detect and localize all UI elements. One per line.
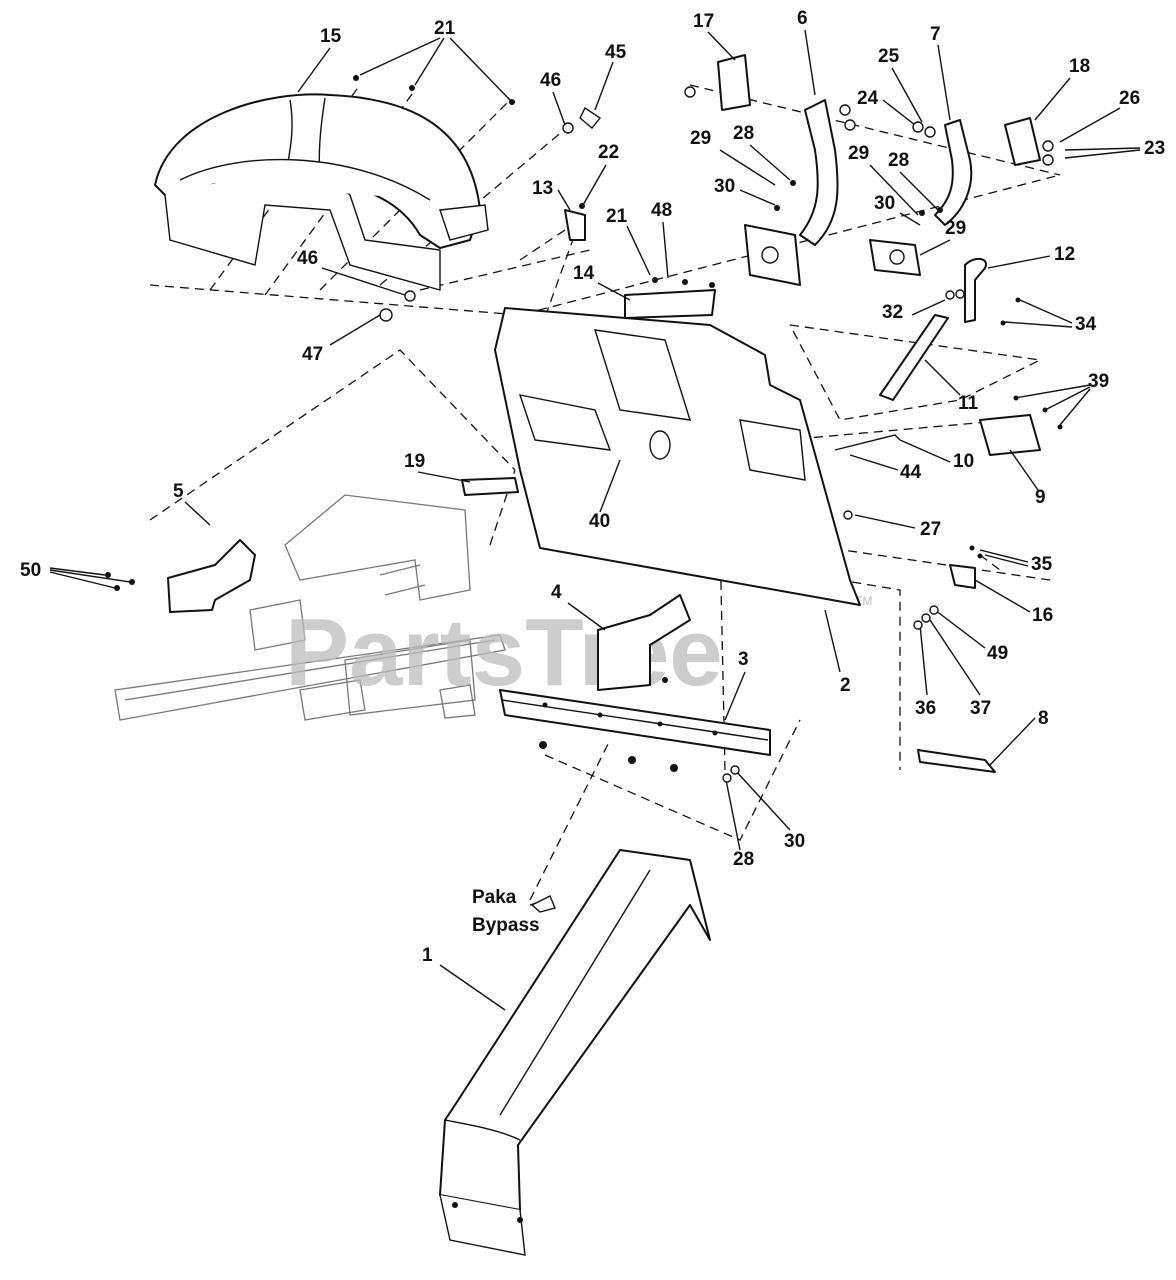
part-14-bracket xyxy=(624,289,716,319)
part-10-rod xyxy=(834,434,901,451)
callout-4: 4 xyxy=(551,582,562,603)
callout-46-top: 46 xyxy=(540,70,561,91)
callout-28-left: 28 xyxy=(733,123,754,144)
callout-9: 9 xyxy=(1035,487,1046,508)
part-5-bracket xyxy=(167,539,256,613)
callout-40: 40 xyxy=(589,511,610,532)
part-17-plate xyxy=(717,54,751,111)
part-8-plate xyxy=(917,749,996,773)
ghost-frame xyxy=(114,494,506,721)
callout-14: 14 xyxy=(573,263,595,284)
callout-10: 10 xyxy=(953,451,974,472)
part-19-block xyxy=(461,477,519,496)
callout-19: 19 xyxy=(404,451,425,472)
callout-45: 45 xyxy=(605,42,627,63)
part-18-plate xyxy=(1004,117,1041,166)
part-7-tube xyxy=(869,119,973,276)
callout-17: 17 xyxy=(693,11,714,32)
part-3-rail xyxy=(499,689,771,756)
callout-21-mid: 21 xyxy=(606,206,628,227)
callout-13: 13 xyxy=(532,178,553,199)
part-13-clip xyxy=(564,209,586,241)
callout-47: 47 xyxy=(302,344,323,365)
callout-16: 16 xyxy=(1032,605,1053,626)
note-paka-bypass: Paka Bypass xyxy=(472,887,540,936)
callout-29-lower: 29 xyxy=(945,218,966,239)
callout-1: 1 xyxy=(422,945,433,966)
part-12-latch xyxy=(964,257,987,323)
callout-23: 23 xyxy=(1144,138,1165,159)
callout-29-right: 29 xyxy=(848,143,869,164)
leader-lines xyxy=(49,29,1141,1011)
callout-8: 8 xyxy=(1038,708,1049,729)
callout-11: 11 xyxy=(958,393,979,414)
part-4-bracket xyxy=(597,594,691,691)
callout-labels: 15 21 46 45 17 6 7 25 24 18 26 23 29 28 … xyxy=(20,8,1165,966)
fasteners xyxy=(105,75,1063,913)
callout-24: 24 xyxy=(857,88,879,109)
note-line-1: Paka xyxy=(472,887,517,908)
callout-39: 39 xyxy=(1088,371,1109,392)
callout-29-left: 29 xyxy=(690,128,711,149)
callout-25: 25 xyxy=(878,46,900,67)
callout-22: 22 xyxy=(598,142,619,163)
callout-12: 12 xyxy=(1054,244,1075,265)
part-1-chute xyxy=(439,849,711,1256)
callout-34: 34 xyxy=(1075,314,1097,335)
callout-35: 35 xyxy=(1031,554,1053,575)
callout-37: 37 xyxy=(970,698,991,719)
callout-2: 2 xyxy=(840,675,851,696)
callout-48: 48 xyxy=(651,200,672,221)
callout-28-bottom: 28 xyxy=(733,849,754,870)
callout-21-top: 21 xyxy=(434,18,456,39)
callout-46-mid: 46 xyxy=(297,248,318,269)
callout-36: 36 xyxy=(915,698,936,719)
callout-26: 26 xyxy=(1119,88,1140,109)
part-9-plate xyxy=(979,414,1041,456)
callout-3: 3 xyxy=(738,649,749,670)
callout-18: 18 xyxy=(1069,56,1090,77)
callout-49: 49 xyxy=(987,643,1008,664)
callout-30-left: 30 xyxy=(714,176,735,197)
part-15-bagger-lid xyxy=(154,93,489,291)
callout-30-right: 30 xyxy=(874,193,895,214)
callout-32: 32 xyxy=(882,302,903,323)
callout-5: 5 xyxy=(173,481,184,502)
callout-50: 50 xyxy=(20,560,41,581)
callout-44: 44 xyxy=(900,462,922,483)
callout-15: 15 xyxy=(320,26,342,47)
callout-27: 27 xyxy=(920,519,941,540)
part-11-bar xyxy=(879,314,949,401)
part-6-tube xyxy=(744,99,839,286)
callout-7: 7 xyxy=(930,24,941,45)
part-16-bracket xyxy=(949,564,976,589)
part-2-main-panel xyxy=(494,307,861,606)
callout-30-bottom: 30 xyxy=(784,831,805,852)
callout-6: 6 xyxy=(797,8,808,29)
callout-28-right: 28 xyxy=(888,150,909,171)
note-line-2: Bypass xyxy=(472,915,540,936)
